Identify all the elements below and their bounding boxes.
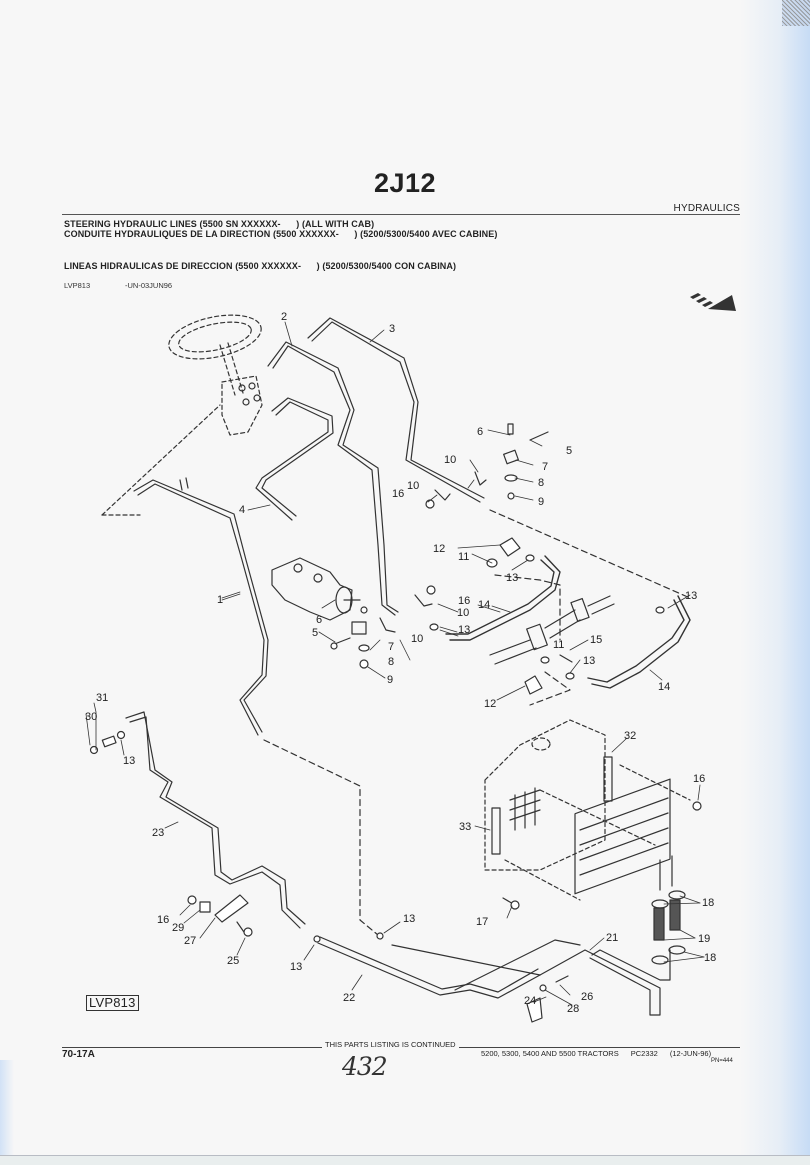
callout: 13 [403,913,415,925]
callout: 1 [217,594,223,606]
callout: 12 [484,698,496,710]
hose-14 [445,555,691,689]
callout: 16 [392,488,404,500]
callout: 32 [624,730,636,742]
continued-note: THIS PARTS LISTING IS CONTINUED [322,1040,459,1049]
callout: 13 [123,755,135,767]
callout: 8 [538,477,544,489]
header-rule [62,214,740,215]
callout: 23 [152,827,164,839]
callout: 5 [312,627,318,639]
fittings [89,474,702,1023]
illustration-ref: LVP813 [64,281,91,290]
callout: 13 [290,961,302,973]
callout: 16 [157,914,169,926]
callout: 28 [567,1003,579,1015]
page-code: 2J12 [373,168,437,198]
hydraulic-line-3 [307,317,485,503]
scan-bottom-edge [0,1155,810,1165]
front-arrow-icon [690,293,736,311]
hydraulic-line-1 [133,477,269,736]
callout: 21 [606,932,618,944]
hose-19 [653,899,681,941]
title-spanish: LINEAS HIDRAULICAS DE DIRECCION (5500 XX… [64,261,457,271]
callout: 25 [227,955,239,967]
callout: 29 [172,922,184,934]
callout: 22 [343,992,355,1004]
product-line: 5200, 5300, 5400 AND 5500 TRACTORS [481,1049,619,1058]
steering-cylinder [489,595,615,665]
callout: 7 [542,461,548,473]
callout: 26 [581,991,593,1003]
callout: 13 [583,655,595,667]
section-label: HYDRAULICS [673,203,740,214]
title-french: CONDUITE HYDRAULIQUES DE LA DIRECTION (5… [64,229,498,239]
title-english: STEERING HYDRAULIC LINES (5500 SN XXXXXX… [64,219,375,229]
radiator-brackets [491,756,613,855]
illustration-date: -UN-03JUN96 [125,281,173,290]
hydraulic-line-4 [255,397,334,521]
scan-edge-tint [740,0,810,1165]
handwritten-number: 432 [342,1052,388,1081]
scan-corner-artifact [782,0,810,26]
leader-lines [85,321,705,1006]
radiator [484,719,691,901]
pn-number: PN=444 [711,1058,733,1064]
illustration-box-label: LVP813 [86,995,139,1011]
hydraulic-line-21 [454,939,671,1016]
callout: 11 [553,639,564,651]
callout: 8 [388,656,394,668]
callout: 2 [281,311,287,323]
callout: 30 [85,711,97,723]
callout: 11 [458,551,469,563]
hydraulic-line-23 [125,711,306,929]
callout: 33 [459,821,471,833]
callout: 27 [184,935,196,947]
callout: 10 [407,480,419,492]
steering-wheel [101,314,263,516]
callout: 13 [458,624,470,636]
callout: 14 [658,681,670,693]
callout: 7 [388,641,394,653]
hydraulic-line-2 [267,341,399,616]
callout: 15 [590,634,602,646]
callout: 18 [702,897,714,909]
callout: 9 [538,496,544,508]
callout: 6 [477,426,483,438]
hydraulic-line-22 [317,936,541,999]
callout: 31 [96,692,108,704]
bracket-clamps [351,423,549,635]
callout: 3 [389,323,395,335]
callout: 10 [457,607,469,619]
callout: 10 [411,633,423,645]
connection-guides [263,509,691,936]
callout: 24 [524,995,536,1007]
scan-edge-tint-left [0,1060,14,1160]
callout: 10 [444,454,456,466]
footer-info: 5200, 5300, 5400 AND 5500 TRACTORS PC2332… [481,1049,711,1058]
callout: 18 [704,952,716,964]
callout: 12 [433,543,445,555]
callout: 19 [698,933,710,945]
page-number: 70-17A [62,1049,95,1060]
oil-cooler [574,778,673,895]
catalog-number: PC2332 [630,1049,658,1058]
hydraulic-pump [271,557,361,621]
callout: 9 [387,674,393,686]
print-date: (12-JUN-96) [669,1049,712,1058]
callout: 16 [693,773,705,785]
callout: 16 [458,595,470,607]
callout: 6 [316,614,322,626]
steering-valve-ports [238,382,261,406]
callout: 13 [506,572,518,584]
callout: 13 [685,590,697,602]
callout: 5 [566,445,572,457]
callout: 4 [239,504,245,516]
callout: 14 [478,599,490,611]
callout: 17 [476,916,488,928]
